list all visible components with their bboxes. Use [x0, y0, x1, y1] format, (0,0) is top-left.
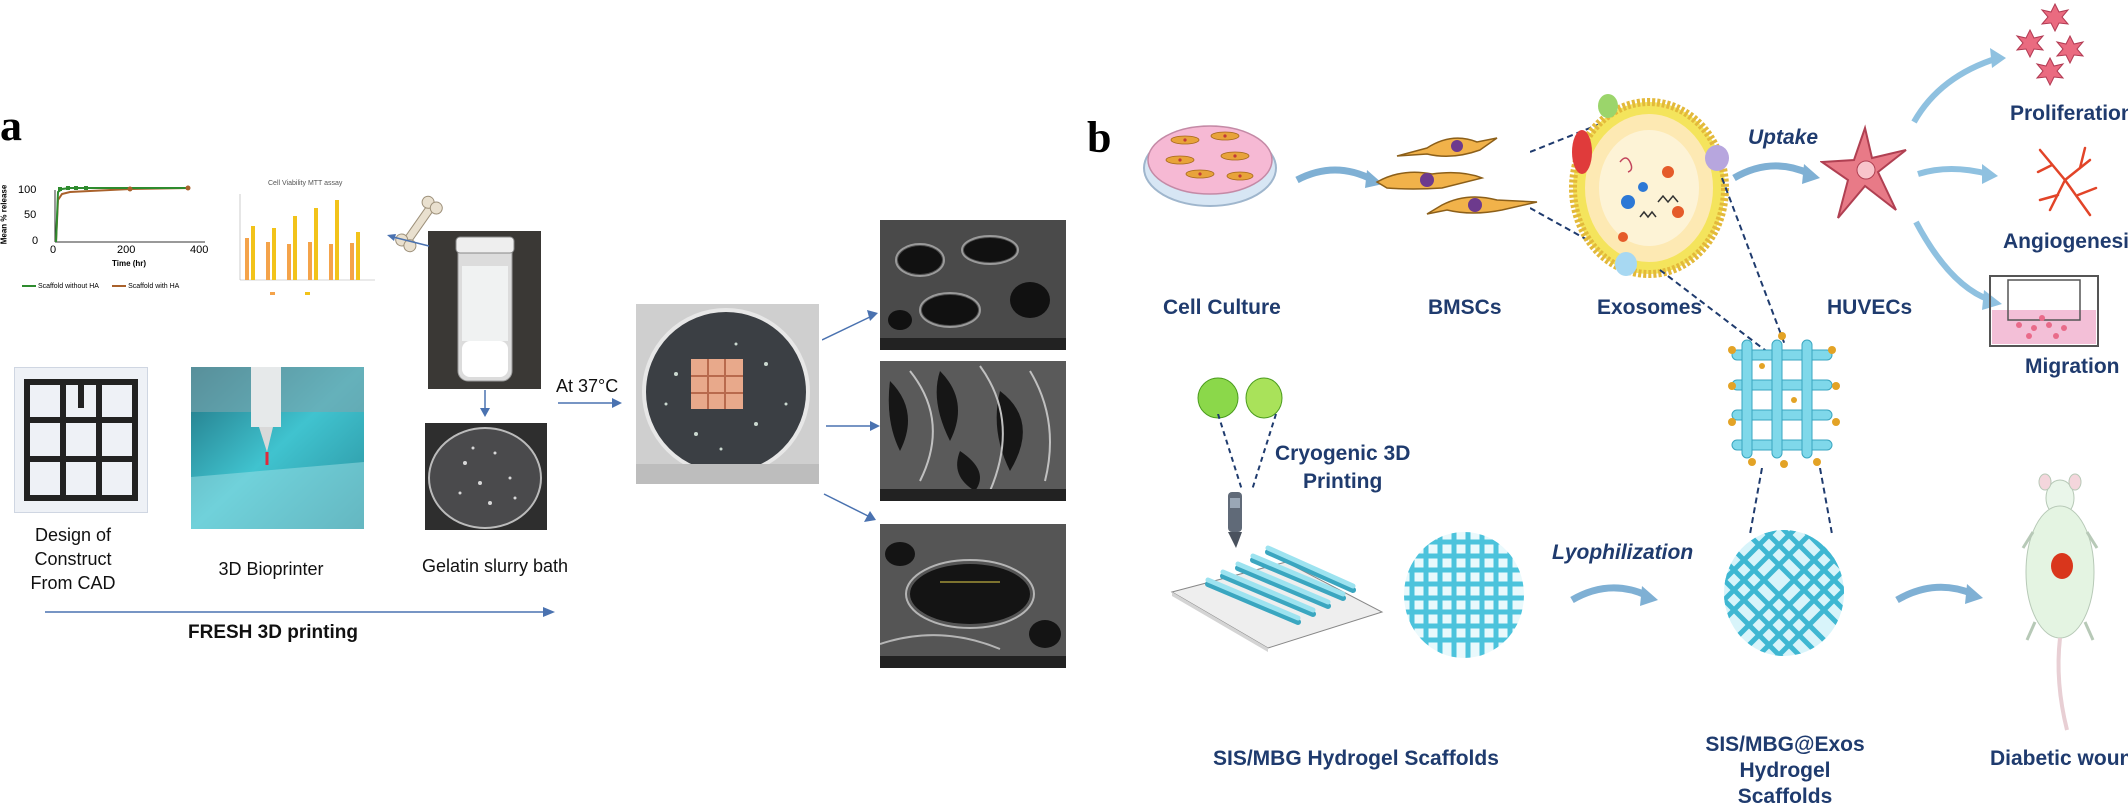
cad-design-image — [14, 367, 148, 513]
panel-b-letter: b — [1087, 113, 1112, 162]
printed-scaffold-photo — [636, 304, 819, 484]
label-fresh: FRESH 3D printing — [188, 622, 358, 643]
label-bioprinter: 3D Bioprinter — [218, 559, 324, 579]
dashed-exosome-scaffold — [1659, 177, 1786, 361]
panel-a-letter: a — [0, 101, 22, 150]
release-legend: Scaffold without HA Scaffold with HA — [22, 283, 179, 290]
slurry-dish-photo — [425, 423, 547, 530]
label-lyophilization: Lyophilization — [1552, 541, 1694, 564]
label-proliferation: Proliferation — [2010, 102, 2128, 125]
release-series-without-ha — [55, 187, 190, 243]
release-xtick-0: 0 — [50, 244, 57, 256]
release-xtick-200: 200 — [117, 244, 136, 256]
label-temp: At 37°C — [556, 376, 619, 396]
scaffold-disc-icon — [1404, 532, 1524, 658]
bmscs-icon — [1375, 137, 1538, 215]
release-ytick-50: 50 — [24, 209, 37, 221]
sem-image-2 — [880, 361, 1066, 501]
label-design: Design of Construct From CAD — [30, 525, 116, 593]
scaffold-cube-icon — [1728, 332, 1840, 468]
label-slurry: Gelatin slurry bath — [421, 556, 569, 576]
arrows-huvec-outcomes — [1911, 48, 2006, 310]
label-sis-mbg-exos: SIS/MBG@Exos Hydrogel Scaffolds — [1705, 733, 1865, 808]
arrow-temp — [558, 398, 622, 408]
huvec-cell-icon — [1820, 124, 1907, 219]
arrow-vial-to-dish — [480, 390, 490, 417]
arrow-to-mouse — [1895, 583, 1983, 604]
proliferation-icon — [2015, 2, 2085, 87]
label-migration: Migration — [2025, 355, 2120, 378]
angiogenesis-icon — [2036, 146, 2098, 217]
arrows-to-sem — [822, 310, 880, 522]
label-diabetic-wound: Diabetic wound — [1990, 747, 2128, 770]
arrow-vial-to-chart — [387, 234, 430, 247]
arrow-uptake — [1732, 162, 1820, 184]
migration-transwell-icon — [1989, 275, 2099, 347]
release-ytick-0: 0 — [32, 235, 39, 247]
legend-without-ha: Scaffold without HA — [37, 283, 99, 290]
label-uptake: Uptake — [1748, 126, 1819, 149]
release-ylabel: Mean % release — [0, 184, 9, 245]
label-angiogenesis: Angiogenesis — [2003, 230, 2128, 253]
bioprinter-photo — [191, 367, 364, 529]
label-cryogenic: Cryogenic 3D Printing — [1275, 442, 1411, 493]
green-spheres-icon — [1197, 377, 1283, 419]
arrow-lyophilization — [1570, 584, 1658, 606]
exosome-icon — [1569, 94, 1729, 278]
label-bmscs: BMSCs — [1428, 296, 1502, 319]
dashed-cube-disc — [1749, 468, 1833, 535]
dashed-spheres-nozzle — [1217, 414, 1277, 491]
label-huvecs: HUVECs — [1827, 296, 1913, 319]
vial-photo — [428, 231, 541, 389]
sem-image-1 — [880, 220, 1066, 350]
exos-scaffold-disc-icon — [1724, 530, 1844, 656]
release-xlabel: Time (hr) — [112, 259, 147, 268]
fresh-arrow — [45, 607, 555, 617]
release-series-with-ha — [55, 187, 191, 243]
viability-chart: Cell Viability MTT assay — [230, 180, 380, 310]
bone-icon — [395, 193, 443, 260]
label-exosomes: Exosomes — [1597, 296, 1703, 319]
exosome-side-protein — [1705, 145, 1729, 171]
release-xtick-400: 400 — [190, 244, 209, 256]
sem-image-3 — [880, 524, 1066, 668]
mouse-icon — [2021, 473, 2099, 731]
label-sis-mbg: SIS/MBG Hydrogel Scaffolds — [1213, 747, 1499, 770]
release-ytick-100: 100 — [18, 184, 37, 196]
cell-culture-dish-icon — [1143, 125, 1277, 207]
cryogenic-printer-icon — [1170, 492, 1384, 652]
release-chart: Mean % release 100 50 0 0 200 400 Time (… — [0, 180, 215, 300]
legend-with-ha: Scaffold with HA — [128, 283, 180, 290]
viability-title: Cell Viability MTT assay — [268, 180, 343, 187]
label-cell-culture: Cell Culture — [1163, 296, 1281, 319]
